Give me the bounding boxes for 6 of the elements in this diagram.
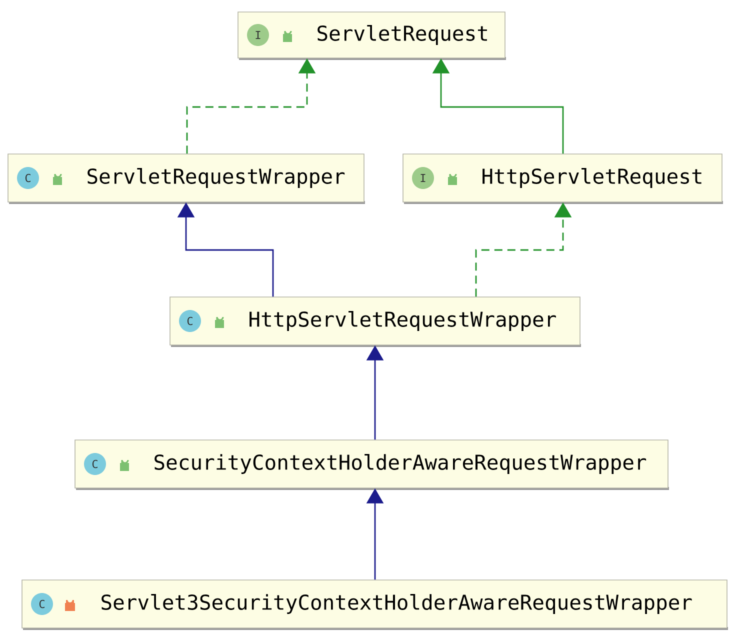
- class-name: Servlet3SecurityContextHolderAwareRequestWrapper: [102, 594, 692, 614]
- class-name: ServletRequest: [318, 25, 487, 45]
- class-name: HttpServletRequest: [482, 168, 702, 188]
- class-name: ServletRequestWrapper: [88, 168, 345, 188]
- class-name: SecurityContextHolderAwareRequestWrapper: [154, 454, 646, 474]
- class-name: HttpServletRequestWrapper: [250, 311, 556, 331]
